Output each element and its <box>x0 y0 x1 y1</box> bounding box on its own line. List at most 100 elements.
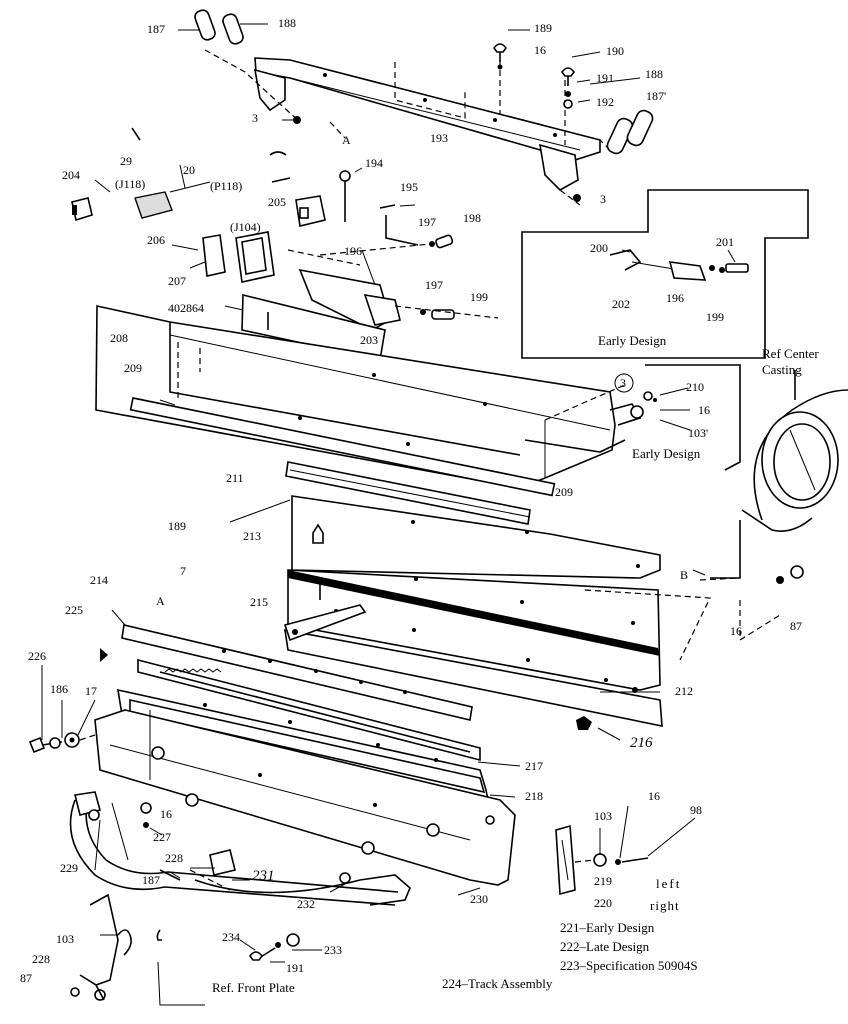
label-87-casting: 87 <box>790 619 802 633</box>
pin-219-220 <box>555 824 649 896</box>
bottom-left-linkage <box>70 893 132 1001</box>
strip-214 <box>100 624 473 721</box>
label-230: 230 <box>470 892 488 906</box>
label-209-bar: 209 <box>555 485 573 499</box>
hinge-215 <box>283 604 367 642</box>
pin-187-188-right <box>606 109 654 155</box>
early-design-side-bracket <box>524 364 741 471</box>
label-16-early: 16 <box>698 403 710 417</box>
legend-item-222: 222–Late Design <box>560 939 650 954</box>
label-16: 16 <box>534 43 546 57</box>
label-188-right: 188 <box>645 67 663 81</box>
label-232: 232 <box>297 897 315 911</box>
label-196: 196 <box>344 244 362 258</box>
label-B: B <box>680 568 689 582</box>
label-207: 207 <box>168 274 186 288</box>
legend: 221–Early Design 222–Late Design 223–Spe… <box>560 920 698 973</box>
label-A-top: A <box>342 133 351 147</box>
track-217 <box>137 658 481 762</box>
label-213: 213 <box>243 529 261 543</box>
label-200: 200 <box>590 241 608 255</box>
label-187-rod: 187 <box>142 873 160 887</box>
label-229: 229 <box>60 861 78 875</box>
label-J104: (J104) <box>230 220 261 234</box>
label-3-right: 3 <box>600 192 606 206</box>
legend-item-223: 223–Specification 50904S <box>560 958 698 973</box>
label-234: 234 <box>222 930 240 944</box>
label-211: 211 <box>226 471 244 485</box>
label-16-rod: 16 <box>160 807 172 821</box>
label-7: 7 <box>180 564 186 578</box>
label-103-bottom: 103 <box>56 932 74 946</box>
ref-front-plate-label: Ref. Front Plate <box>212 980 295 995</box>
label-103-early: 103' <box>688 426 709 440</box>
label-216: 216 <box>630 735 653 751</box>
early-design-side-title: Early Design <box>632 446 701 461</box>
label-227: 227 <box>153 830 171 844</box>
label-187-right: 187' <box>646 89 667 103</box>
label-203: 203 <box>360 333 378 347</box>
label-3-left: 3 <box>252 111 258 125</box>
label-218: 218 <box>525 789 543 803</box>
label-194: 194 <box>365 156 383 170</box>
label-16-pin: 16 <box>648 789 660 803</box>
label-205: 205 <box>268 195 286 209</box>
label-215: 215 <box>250 595 268 609</box>
label-16-casting: 16 <box>730 624 742 638</box>
label-208: 208 <box>110 331 128 345</box>
label-206: 206 <box>147 233 165 247</box>
label-192: 192 <box>596 95 614 109</box>
label-204: 204 <box>62 168 80 182</box>
label-214: 214 <box>90 573 108 587</box>
label-199: 199 <box>470 290 488 304</box>
bar-212 <box>284 629 663 730</box>
panel-208 <box>95 305 626 497</box>
label-196-early: 196 <box>666 291 684 305</box>
label-231: 231 <box>252 868 275 884</box>
label-220: 220 <box>594 896 612 910</box>
label-226: 226 <box>28 649 46 663</box>
screws-top <box>492 43 576 109</box>
label-98: 98 <box>690 803 702 817</box>
panel-213 <box>287 569 661 691</box>
legend-item-221: 221–Early Design <box>560 920 655 935</box>
label-189: 189 <box>534 21 552 35</box>
label-left: left <box>656 876 682 891</box>
label-17: 17 <box>85 684 97 698</box>
bar-209 <box>285 461 531 525</box>
label-191: 191 <box>596 71 614 85</box>
label-197-lower: 197 <box>425 278 443 292</box>
label-228-bottom: 228 <box>32 952 50 966</box>
label-219: 219 <box>594 874 612 888</box>
label-402864: 402864 <box>168 301 204 315</box>
label-201: 201 <box>716 235 734 249</box>
label-212: 212 <box>675 684 693 698</box>
early-design-box-title: Early Design <box>598 333 667 348</box>
label-186: 186 <box>50 682 68 696</box>
label-87-bottom: 87 <box>20 971 32 985</box>
track-teeth <box>164 668 222 673</box>
label-190: 190 <box>606 44 624 58</box>
label-228: 228 <box>165 851 183 865</box>
label-188: 188 <box>278 16 296 30</box>
label-202: 202 <box>612 297 630 311</box>
pin-187-188-left <box>194 9 244 45</box>
label-225: 225 <box>65 603 83 617</box>
leader-lines <box>41 23 736 963</box>
label-198: 198 <box>463 211 481 225</box>
label-29: 29 <box>120 154 132 168</box>
label-191-bottom: 191 <box>286 961 304 975</box>
label-199-early: 199 <box>706 310 724 324</box>
label-189-lower: 189 <box>168 519 186 533</box>
left-screws <box>28 732 96 754</box>
label-20: 20 <box>183 163 195 177</box>
connector-parts <box>71 127 499 331</box>
center-casting <box>710 370 848 642</box>
label-217: 217 <box>525 759 543 773</box>
label-A-lower: A <box>156 594 165 608</box>
label-195: 195 <box>400 180 418 194</box>
label-197: 197 <box>418 215 436 229</box>
label-187: 187 <box>147 22 165 36</box>
